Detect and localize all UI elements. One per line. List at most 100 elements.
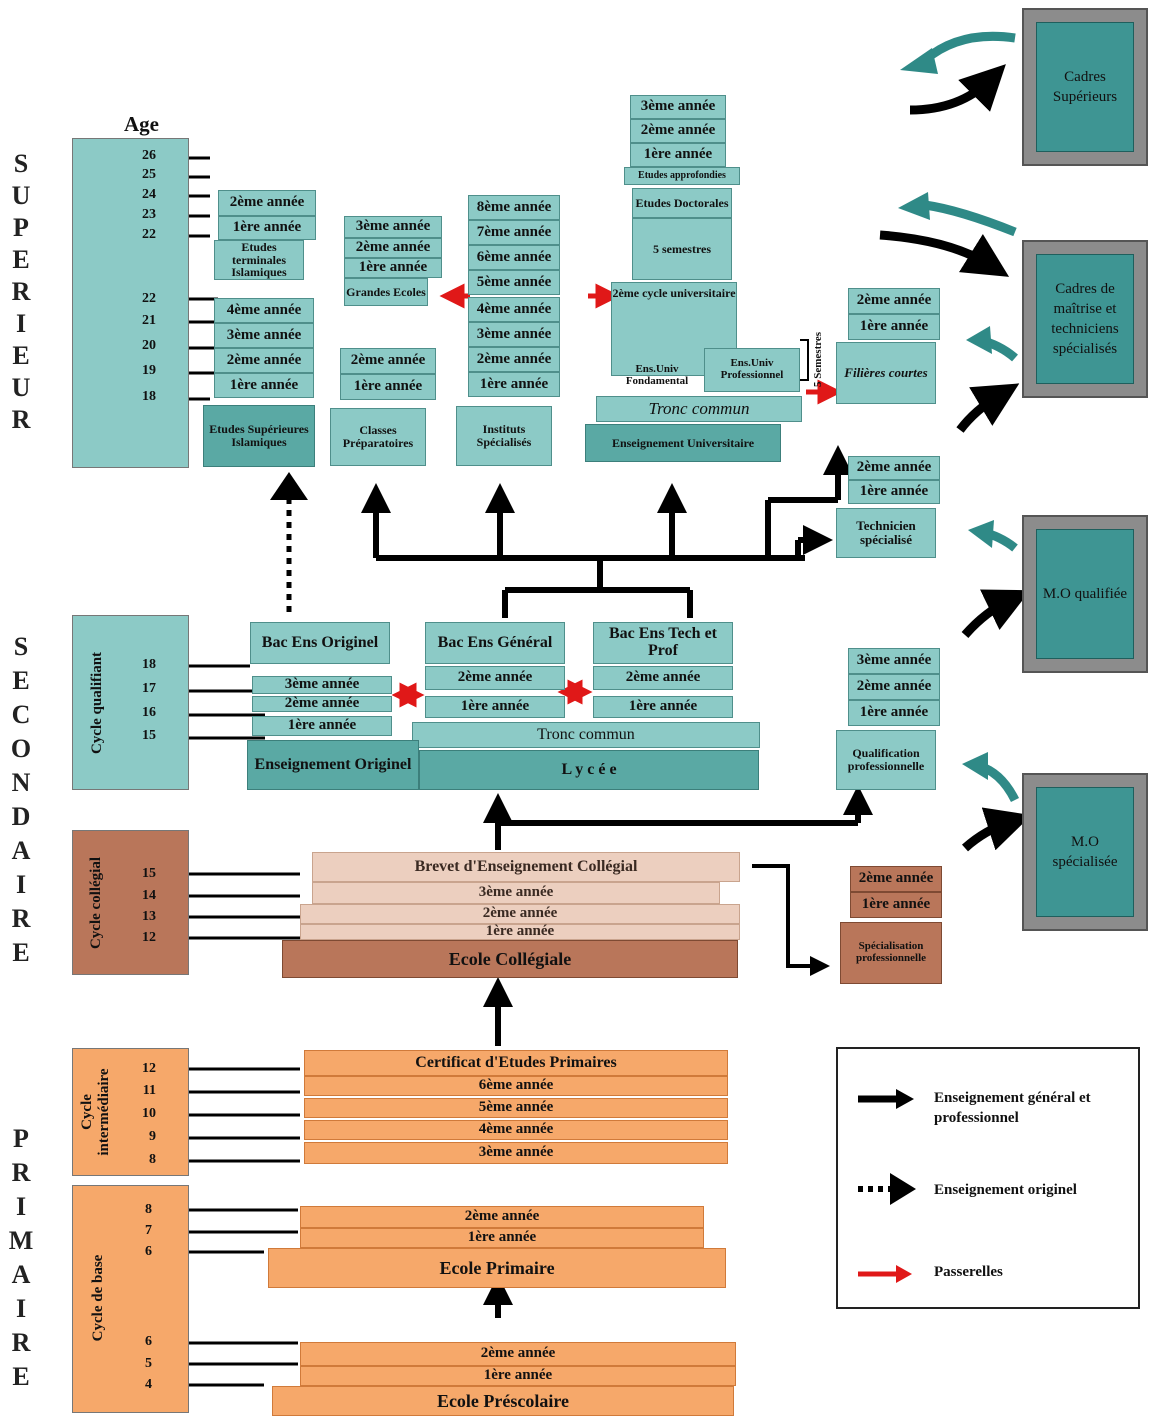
letter: N <box>11 768 31 797</box>
letter: E <box>12 245 30 274</box>
age-label: 19 <box>142 363 156 378</box>
letter: I <box>15 870 27 899</box>
ecole-prescolaire: Ecole Préscolaire <box>272 1386 734 1416</box>
passerelle-arrows <box>391 283 843 708</box>
ge-year-2: 2ème année <box>344 238 442 258</box>
age-label: 22 <box>142 227 156 242</box>
inter-year-5: 5ème année <box>304 1098 728 1118</box>
cycle-qualifiant-panel <box>72 615 189 790</box>
inst-year-4: 4ème année <box>468 297 560 322</box>
age-label: 17 <box>142 681 156 696</box>
specialisation-professionnelle: Spécialisation professionnelle <box>840 922 942 984</box>
outcome-arrows-black <box>879 64 1032 852</box>
age-label: 8 <box>145 1202 152 1217</box>
letter: D <box>11 802 31 831</box>
letter: P <box>13 1124 29 1153</box>
islam-year-2: 2ème année <box>214 348 314 373</box>
legend-arrows <box>858 1089 916 1283</box>
cycle-base-panel <box>72 1185 189 1413</box>
bac-originel: Bac Ens Originel <box>250 622 390 664</box>
classes-preparatoires: Classes Préparatoires <box>330 408 426 466</box>
age-label: 7 <box>145 1223 152 1238</box>
approf-year-2: 2ème année <box>630 119 726 143</box>
ts-year-1: 1ère année <box>848 480 940 504</box>
base-year-2: 2ème année <box>300 1206 704 1228</box>
sp-year-2: 2ème année <box>850 866 942 892</box>
age-label: 20 <box>142 338 156 353</box>
inst-year-1: 1ère année <box>468 372 560 397</box>
letter: I <box>15 1192 27 1221</box>
grandes-ecoles: Grandes Ecoles <box>344 278 428 306</box>
cp-year-1: 1ère année <box>340 374 436 400</box>
inst-year-7: 7ème année <box>468 220 560 245</box>
islam-term-year-1: 1ère année <box>218 216 316 240</box>
age-panel-superieur <box>72 138 189 468</box>
age-label: 5 <box>145 1356 152 1371</box>
letter: R <box>11 277 31 306</box>
letter: U <box>11 373 31 402</box>
letter: E <box>12 341 30 370</box>
letter: R <box>11 1158 31 1187</box>
cadres-superieurs-box: Cadres Supérieurs <box>1022 8 1148 166</box>
approf-year-3: 3ème année <box>630 95 726 119</box>
cp-year-2: 2ème année <box>340 348 436 374</box>
letter: O <box>10 734 32 763</box>
age-label: 26 <box>142 148 156 163</box>
brevet-enseignement-collegial: Brevet d'Enseignement Collégial <box>312 852 740 882</box>
base-year-1: 1ère année <box>300 1228 704 1248</box>
age-label: 8 <box>149 1152 156 1167</box>
islam-year-4: 4ème année <box>214 298 314 323</box>
approf-year-1: 1ère année <box>630 143 726 167</box>
inst-year-8: 8ème année <box>468 195 560 220</box>
letter: I <box>15 309 27 338</box>
brevet-to-specialisation-arrow <box>752 864 830 976</box>
tronc-commun-lycee: Tronc commun <box>412 722 760 748</box>
age-label: 23 <box>142 207 156 222</box>
mo-specialisee-box: M.O spécialisée <box>1022 773 1148 931</box>
letter: A <box>11 836 31 865</box>
age-label: 18 <box>142 389 156 404</box>
age-label: 6 <box>145 1244 152 1259</box>
legend-general: Enseignement général et professionnel <box>934 1090 1091 1126</box>
inst-year-3: 3ème année <box>468 322 560 347</box>
letter: S <box>13 632 29 661</box>
tech-year-2: 2ème année <box>593 666 733 690</box>
mo-qualifiee-box: M.O qualifiée <box>1022 515 1148 673</box>
section-superieur: S U P E R I E U R <box>6 148 36 436</box>
letter: R <box>11 1328 31 1357</box>
age-label: 4 <box>145 1377 152 1392</box>
inst-year-2: 2ème année <box>468 347 560 372</box>
age-label: 15 <box>142 866 156 881</box>
age-label: 24 <box>142 187 156 202</box>
orig-year-1: 1ère année <box>252 716 392 736</box>
qualification-professionnelle: Qualification professionnelle <box>836 730 936 790</box>
cycle-base-label: Cycle de base <box>90 1254 106 1342</box>
islam-year-1: 1ère année <box>214 373 314 398</box>
qp-year-3: 3ème année <box>848 648 940 674</box>
ts-year-2: 2ème année <box>848 456 940 480</box>
outcome-arrows-teal <box>898 31 1020 803</box>
legend-passerelles: Passerelles <box>934 1264 1003 1280</box>
cycle-qualifiant-label: Cycle qualifiant <box>89 651 105 755</box>
letter: P <box>13 213 29 242</box>
age-label: 11 <box>142 1083 156 1098</box>
etudes-doctorales: Etudes Doctorales <box>632 188 732 218</box>
letter: R <box>11 904 31 933</box>
cadres-superieurs: Cadres Supérieurs <box>1036 22 1134 152</box>
ecole-primaire: Ecole Primaire <box>268 1248 726 1288</box>
cadres-maitrise: Cadres de maîtrise et techniciens spécia… <box>1036 254 1134 384</box>
islam-year-3: 3ème année <box>214 323 314 348</box>
cinq-semestres: 5 semestres <box>632 218 732 280</box>
arrow-passerelle-icon <box>896 1265 912 1283</box>
college-year-3: 3ème année <box>312 882 720 904</box>
letter: I <box>15 1294 27 1323</box>
ens-univ-professionnel: Ens.Univ Professionnel <box>704 348 800 392</box>
letter: C <box>11 700 31 729</box>
pre-year-2: 2ème année <box>300 1342 736 1366</box>
age-label: 12 <box>142 1061 156 1076</box>
originel-dotted-arrow <box>270 472 308 612</box>
college-year-1: 1ère année <box>300 923 740 940</box>
orig-year-3: 3ème année <box>252 676 392 694</box>
arrow-originel-icon <box>890 1173 916 1205</box>
ens-univ-fondamental: Ens.Univ Fondamental <box>625 363 689 387</box>
